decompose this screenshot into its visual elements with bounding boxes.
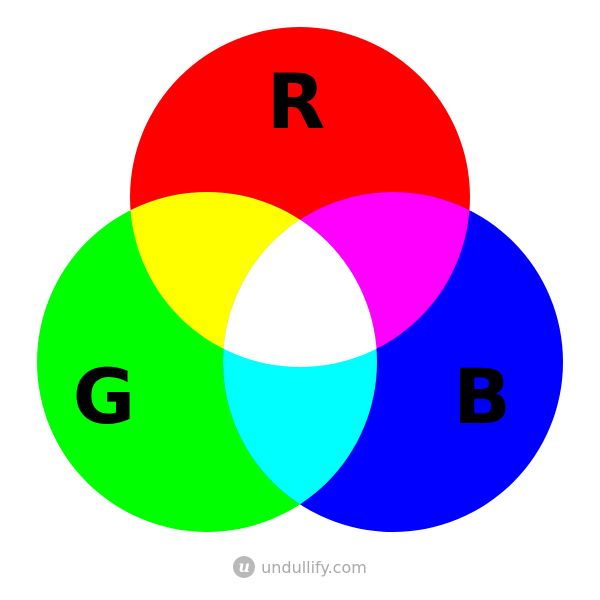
footer: u undullify.com	[0, 553, 600, 581]
brand-link[interactable]: undullify.com	[261, 557, 367, 577]
undullify-logo-icon: u	[233, 556, 256, 578]
white-center-overlap	[223, 192, 377, 367]
red-label: R	[267, 57, 326, 146]
green-label: G	[73, 352, 135, 441]
blue-label: B	[453, 352, 511, 441]
